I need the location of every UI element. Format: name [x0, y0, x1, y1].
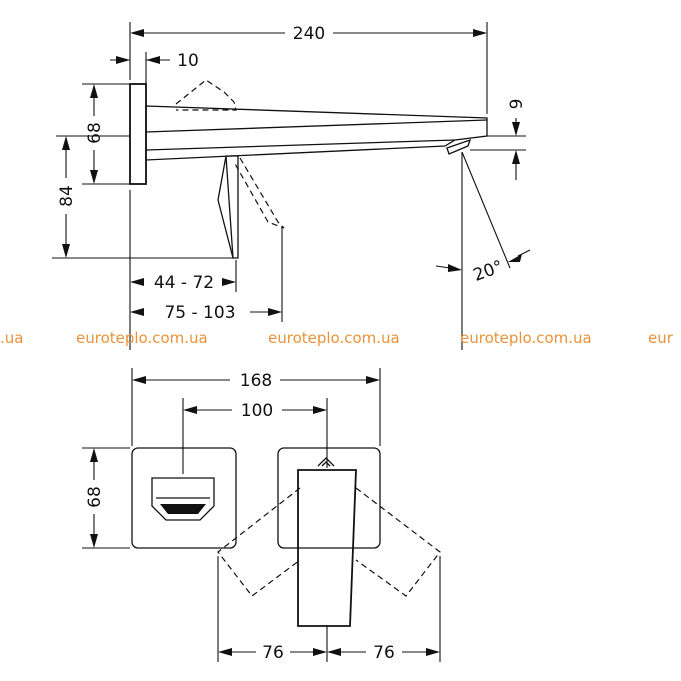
angle-arc-right	[517, 249, 531, 257]
watermark-3: euroteplo.com.ua	[460, 329, 592, 347]
arrow-168-left	[132, 376, 146, 384]
side-lever	[225, 155, 239, 259]
front-outlet-opening	[160, 504, 206, 514]
dim-44-72-label: 44 - 72	[154, 273, 214, 293]
front-lever-swing-right	[355, 487, 441, 597]
arrow-84-bottom	[62, 244, 70, 258]
front-lever-mark	[317, 457, 335, 467]
side-view: 240 10 68 84 9	[52, 22, 531, 350]
watermark-fragment-right: eur	[648, 329, 674, 347]
watermark-fragment-left: .ua	[0, 329, 23, 347]
side-lever-dashed-up	[175, 79, 237, 111]
arrow-68-side-top	[90, 84, 98, 98]
side-spout	[145, 105, 488, 161]
arrow-240-left	[130, 29, 144, 37]
angle-arc-left	[435, 265, 451, 269]
spout-lower-edge	[145, 139, 456, 151]
arrow-84-top	[62, 136, 70, 150]
arrow-76-left-start	[218, 648, 232, 656]
front-view: 168 100 68 76 76	[82, 368, 441, 663]
watermark-row: .ua euroteplo.com.ua euroteplo.com.ua eu…	[0, 329, 674, 347]
arrow-240-right	[473, 29, 487, 37]
arrow-168-right	[366, 376, 380, 384]
arrow-100-right	[313, 406, 327, 414]
arrow-68-front-bottom	[90, 534, 98, 548]
dim-68-side-label: 68	[85, 122, 105, 144]
spout-upper-edge	[145, 119, 488, 133]
arrow-76-left-end	[313, 648, 327, 656]
front-outlet	[151, 477, 215, 521]
arrow-75-103-left	[130, 308, 144, 316]
arrow-44-72-left	[130, 278, 144, 286]
watermark-1: euroteplo.com.ua	[76, 329, 208, 347]
side-lever-dashed-down	[233, 157, 285, 229]
arrow-9-top	[512, 122, 520, 136]
side-wall-plate	[129, 83, 147, 185]
side-aerator	[446, 138, 472, 155]
dim-240-label: 240	[293, 24, 325, 44]
dim-168-label: 168	[240, 371, 272, 391]
front-lever-mark-inner	[321, 461, 331, 467]
arrow-68-front-top	[90, 448, 98, 462]
dim-75-103-label: 75 - 103	[164, 303, 235, 323]
arrow-10-right	[146, 56, 160, 64]
arrow-angle-left	[448, 264, 462, 272]
arrow-100-left	[183, 406, 197, 414]
dim-10-label: 10	[177, 51, 199, 71]
dim-84-label: 84	[57, 185, 77, 207]
front-lever	[297, 469, 357, 627]
front-right-plate	[277, 447, 381, 549]
dim-100-label: 100	[241, 401, 273, 421]
dim-9-label: 9	[507, 99, 527, 110]
arrow-44-72-right	[222, 278, 236, 286]
angle-line	[461, 151, 511, 269]
arrow-76-right-start	[327, 648, 341, 656]
front-left-plate	[131, 447, 237, 549]
watermark-2: euroteplo.com.ua	[268, 329, 400, 347]
dim-angle-label: 20°	[471, 257, 506, 286]
dim-76-right-label: 76	[373, 643, 395, 663]
arrow-10-left	[116, 56, 130, 64]
front-lever-swing-left	[217, 487, 301, 597]
dim-68-front-label: 68	[85, 486, 105, 508]
arrow-76-right-end	[426, 648, 440, 656]
arrow-75-103-right	[268, 308, 282, 316]
dim-76-left-label: 76	[262, 643, 284, 663]
arrow-68-side-bottom	[90, 170, 98, 184]
side-lever-back	[217, 155, 234, 259]
arrow-9-bottom	[512, 150, 520, 164]
